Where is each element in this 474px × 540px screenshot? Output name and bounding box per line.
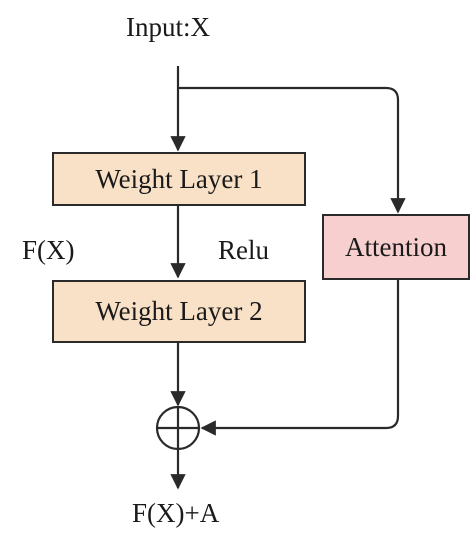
input-label: Input:X <box>126 12 210 42</box>
relu-label: Relu <box>218 235 269 265</box>
output-label: F(X)+A <box>132 498 220 528</box>
weight-layer-1-label: Weight Layer 1 <box>95 163 263 194</box>
weight-layer-2-label: Weight Layer 2 <box>95 296 263 326</box>
attention-label: Attention <box>345 231 447 262</box>
input-to-attention-arrow <box>178 86 406 214</box>
fx-label: F(X) <box>22 235 75 265</box>
weight-layer-1: Weight Layer 1 <box>52 152 306 206</box>
sum-node-icon <box>155 405 201 451</box>
attention-block: Attention <box>322 214 470 280</box>
weight-layer-2: Weight Layer 2 <box>52 280 306 343</box>
attention-to-sum-arrow <box>200 280 400 436</box>
